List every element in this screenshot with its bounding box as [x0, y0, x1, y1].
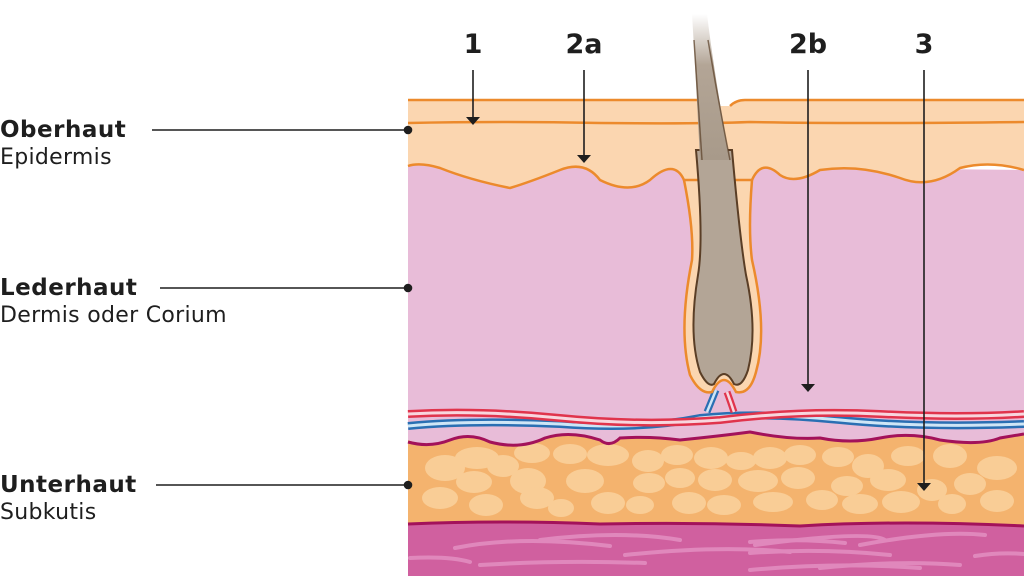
marker-2b: 2b: [788, 29, 828, 60]
blood-vessels: [407, 388, 1024, 430]
layer-title: Unterhaut: [0, 472, 137, 498]
hair-follicle: [682, 14, 763, 394]
layer-subtitle: Epidermis: [0, 145, 112, 170]
marker-2a: 2a: [565, 29, 603, 60]
layer-label-dermis: Lederhaut Dermis oder Corium: [0, 274, 227, 330]
muscle-layer: [408, 520, 1024, 576]
marker-3: 3: [914, 29, 934, 60]
marker-1: 1: [463, 29, 483, 60]
layer-subtitle: Dermis oder Corium: [0, 303, 227, 328]
layer-subtitle: Subkutis: [0, 500, 97, 525]
marker-arrows: [466, 70, 931, 491]
leader-lines: [152, 125, 413, 490]
layer-title: Lederhaut: [0, 275, 138, 301]
subcutis-layer: [407, 432, 1024, 528]
layer-label-subcutis: Unterhaut Subkutis: [0, 471, 137, 527]
layer-label-epidermis: Oberhaut Epidermis: [0, 116, 126, 172]
layer-title: Oberhaut: [0, 117, 127, 143]
